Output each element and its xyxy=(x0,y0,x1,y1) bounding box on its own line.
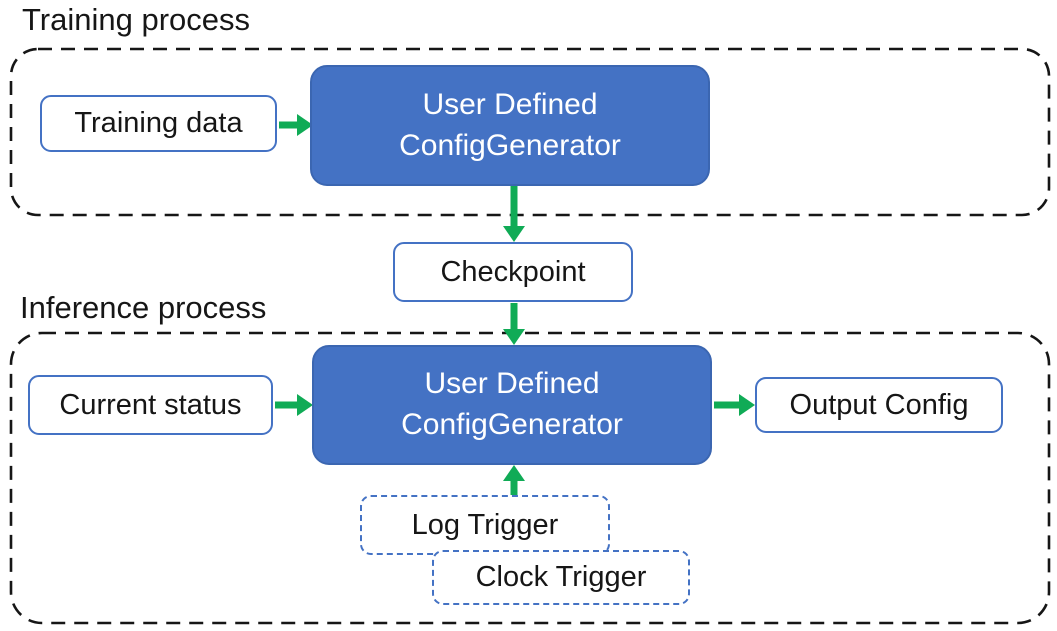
training-data-label: Training data xyxy=(74,107,243,139)
checkpoint-node: Checkpoint xyxy=(393,242,633,302)
training-process-title: Training process xyxy=(22,2,251,37)
clock-trigger-label: Clock Trigger xyxy=(475,561,647,593)
inference-config-generator-line2: ConfigGenerator xyxy=(401,408,623,441)
current-status-label: Current status xyxy=(59,388,242,421)
arrow-current-status-to-generator xyxy=(275,394,313,416)
log-trigger-node: Log Trigger xyxy=(360,495,610,555)
training-config-generator-line2: ConfigGenerator xyxy=(399,128,621,162)
training-process-container xyxy=(9,47,1051,217)
training-data-node: Training data xyxy=(40,95,277,152)
output-config-label: Output Config xyxy=(789,388,969,421)
current-status-node: Current status xyxy=(28,375,273,435)
clock-trigger-node: Clock Trigger xyxy=(432,550,690,605)
inference-config-generator-node: User Defined ConfigGenerator xyxy=(312,345,712,465)
arrow-generator-to-output-config xyxy=(714,394,755,416)
arrow-trigger-to-generator xyxy=(503,465,525,496)
inference-process-container xyxy=(9,331,1051,625)
checkpoint-label: Checkpoint xyxy=(440,255,586,288)
inference-process-title: Inference process xyxy=(20,290,267,325)
training-config-generator-line1: User Defined xyxy=(422,87,598,121)
log-trigger-label: Log Trigger xyxy=(411,508,559,541)
arrow-training-data-to-generator xyxy=(279,114,313,136)
training-config-generator-node: User Defined ConfigGenerator xyxy=(310,65,710,186)
arrow-generator-to-checkpoint xyxy=(503,186,525,242)
inference-config-generator-line1: User Defined xyxy=(424,367,600,401)
output-config-node: Output Config xyxy=(755,377,1003,433)
arrow-checkpoint-to-generator xyxy=(503,303,525,345)
